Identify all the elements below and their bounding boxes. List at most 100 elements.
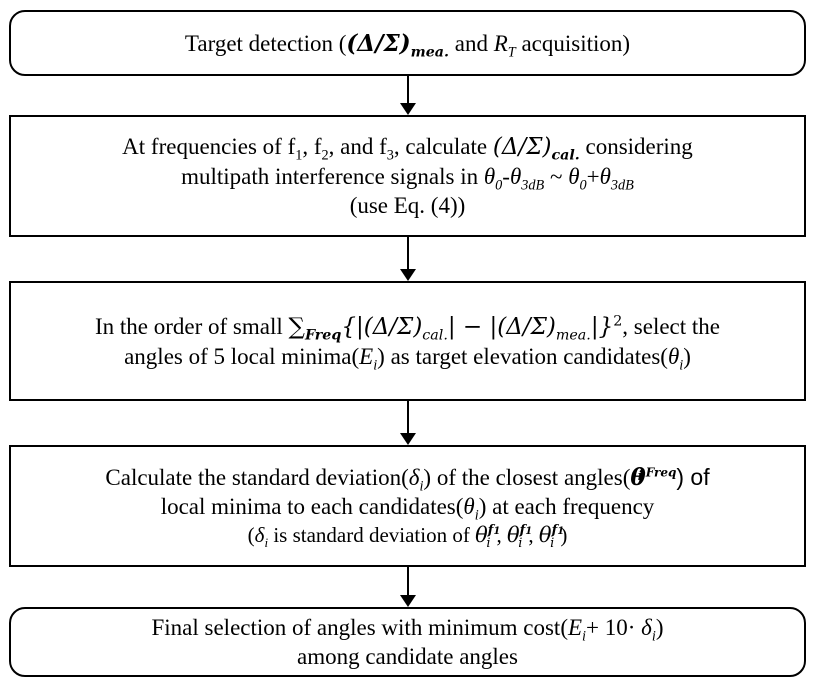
text-segment: ) at each frequency bbox=[478, 493, 655, 519]
text-segment: considering bbox=[579, 134, 693, 159]
math-superscript: 1 bbox=[525, 525, 533, 537]
math-subscript: cal. bbox=[422, 327, 448, 344]
text-segment: is standard deviation of bbox=[268, 522, 476, 547]
text-segment: multipath interference signals in bbox=[181, 164, 484, 189]
math-subscript: 0 bbox=[579, 177, 587, 194]
math-expression: | − |(Δ/Σ) bbox=[447, 313, 556, 340]
math-e: E bbox=[567, 615, 583, 640]
text-segment: In the order of small bbox=[94, 313, 289, 339]
math-expression: |} bbox=[590, 313, 614, 340]
math-superscript: 1 bbox=[493, 525, 501, 537]
step-1-text: Target detection ((Δ/Σ)mea. and RT acqui… bbox=[184, 29, 631, 61]
math-subscript: i bbox=[518, 535, 523, 551]
math-subscript: i bbox=[264, 534, 269, 550]
text-segment: ) of bbox=[676, 463, 710, 490]
step-standard-deviation: Calculate the standard deviation(δi) of … bbox=[9, 445, 806, 567]
step-target-detection: Target detection ((Δ/Σ)mea. and RT acqui… bbox=[9, 10, 806, 76]
math-superscript: f bbox=[487, 522, 494, 538]
math-subscript: 3dB bbox=[521, 177, 545, 194]
text-segment: Target detection ( bbox=[184, 30, 347, 56]
math-subscript: i bbox=[419, 478, 424, 495]
step-2-line-1: At frequencies of f1, f2, and f3, calcul… bbox=[122, 132, 693, 164]
text-segment: ) of the closest angles( bbox=[423, 464, 631, 490]
text-segment: ) bbox=[560, 522, 568, 547]
math-subscript: T bbox=[507, 44, 516, 61]
step-2-line-3: (use Eq. (4)) bbox=[349, 193, 466, 218]
math-superscript: 1 bbox=[557, 525, 565, 537]
step-4-line-3: (δi is standard deviation of θf1i, θf1i,… bbox=[248, 521, 568, 550]
step-4-line-2: local minima to each candidates(θi) at e… bbox=[160, 492, 655, 524]
text-segment: , and f bbox=[328, 134, 387, 159]
arrow-1 bbox=[400, 76, 416, 115]
math-delta-sigma: (Δ/Σ) bbox=[492, 134, 552, 160]
text-segment: ) bbox=[655, 615, 664, 640]
math-sum: ∑ bbox=[288, 313, 305, 340]
math-delta: δ bbox=[254, 522, 265, 547]
arrow-2 bbox=[400, 237, 416, 281]
math-subscript: 0 bbox=[495, 177, 503, 194]
arrow-4 bbox=[400, 567, 416, 607]
step-calculate-ratio: At frequencies of f1, f2, and f3, calcul… bbox=[9, 115, 806, 237]
math-superscript: f bbox=[551, 522, 558, 538]
text-segment: , bbox=[528, 522, 539, 547]
text-segment: acquisition) bbox=[515, 30, 631, 56]
text-segment: , calculate bbox=[393, 134, 493, 159]
step-3-line-2: angles of 5 local minima(Ei) as target e… bbox=[124, 342, 691, 374]
text-segment: ( bbox=[247, 522, 255, 547]
math-theta: θ bbox=[483, 164, 496, 189]
math-superscript: 2 bbox=[613, 312, 623, 329]
math-delta-sigma: (Δ/Σ) bbox=[346, 29, 411, 57]
math-theta: θ bbox=[475, 522, 488, 547]
math-subscript: cal. bbox=[551, 147, 580, 164]
arrow-3 bbox=[400, 401, 416, 445]
subscript: 1 bbox=[295, 147, 303, 164]
step-3-line-1: In the order of small ∑Freq{|(Δ/Σ)cal.| … bbox=[94, 312, 721, 344]
text-segment: + bbox=[586, 164, 600, 189]
subscript: 2 bbox=[321, 147, 329, 164]
text-segment: and bbox=[449, 30, 494, 56]
subscript: 3 bbox=[386, 147, 394, 164]
math-expression: {|(Δ/Σ) bbox=[341, 313, 423, 340]
step-2-line-2: multipath interference signals in θ0-θ3d… bbox=[181, 162, 634, 194]
text-segment: ) as target elevation candidates( bbox=[377, 343, 668, 369]
text-segment: , select the bbox=[622, 313, 721, 339]
math-subscript: i bbox=[550, 535, 555, 551]
text-segment: , bbox=[496, 522, 508, 547]
math-theta: θ bbox=[599, 164, 611, 189]
step-4-line-1: Calculate the standard deviation(δi) of … bbox=[105, 463, 710, 495]
math-subscript: i bbox=[582, 628, 587, 645]
math-superscript: Freq bbox=[645, 464, 677, 479]
step-select-candidates: In the order of small ∑Freq{|(Δ/Σ)cal.| … bbox=[9, 281, 806, 401]
text-segment: + 10· bbox=[586, 615, 642, 640]
text-segment: At frequencies of f bbox=[122, 134, 296, 159]
math-theta: θ bbox=[538, 522, 552, 547]
math-delta: δ bbox=[641, 615, 652, 640]
math-theta: θ bbox=[630, 463, 646, 491]
math-subscript: 3dB bbox=[610, 177, 634, 194]
math-subscript: i bbox=[474, 507, 479, 524]
text-segment: local minima to each candidates( bbox=[160, 493, 464, 519]
math-superscript: f bbox=[519, 522, 526, 538]
math-theta: θ bbox=[507, 522, 520, 547]
text-segment: - bbox=[502, 164, 510, 189]
math-theta: θ bbox=[568, 164, 580, 189]
text-segment: angles of 5 local minima( bbox=[124, 343, 360, 369]
math-subscript: mea. bbox=[555, 327, 591, 344]
text-segment: ) bbox=[683, 343, 691, 369]
math-theta: θ bbox=[509, 164, 522, 189]
math-e: E bbox=[359, 343, 374, 369]
math-theta: θ bbox=[463, 493, 475, 519]
math-subscript: mea. bbox=[410, 44, 449, 61]
math-theta: θ bbox=[667, 343, 680, 369]
math-subscript: i bbox=[651, 628, 656, 645]
math-subscript: i bbox=[679, 357, 684, 374]
math-subscript: i bbox=[373, 357, 378, 374]
text-segment: Final selection of angles with minimum c… bbox=[151, 615, 568, 640]
math-r: R bbox=[493, 30, 508, 56]
step-5-line-1: Final selection of angles with minimum c… bbox=[151, 613, 664, 645]
text-segment: , f bbox=[302, 134, 322, 159]
math-subscript: Freq bbox=[304, 327, 342, 344]
math-subscript: i bbox=[486, 535, 491, 551]
step-5-line-2: among candidate angles bbox=[297, 644, 518, 669]
